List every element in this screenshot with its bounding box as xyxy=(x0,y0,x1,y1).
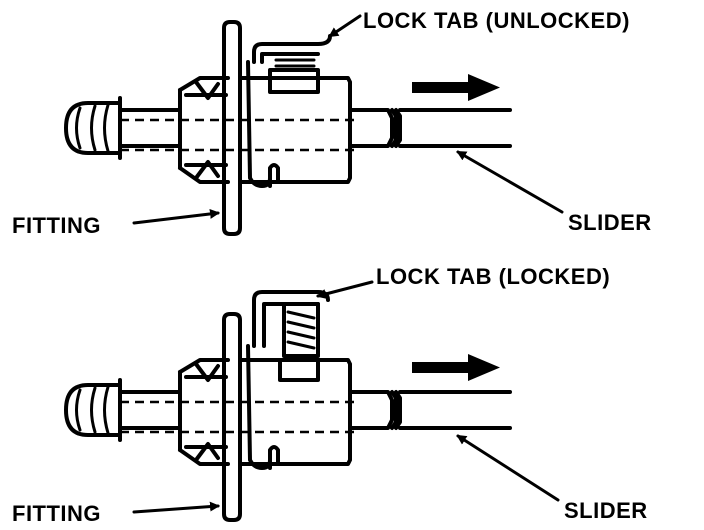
bottom-leaders xyxy=(132,280,560,514)
bottom-lock-tab-locked xyxy=(252,290,330,382)
bottom-slider-label: SLIDER xyxy=(564,498,648,523)
bottom-direction-arrow xyxy=(412,354,500,381)
top-fitting-label: FITTING xyxy=(12,213,101,238)
top-slider-tube xyxy=(394,108,512,148)
bottom-slider-tube xyxy=(394,390,512,430)
top-lock-tab-unlocked xyxy=(252,34,332,94)
top-fitting-body xyxy=(238,60,398,188)
top-slider-label: SLIDER xyxy=(568,210,652,235)
bottom-flange-plate xyxy=(222,312,242,522)
top-hose-nipple xyxy=(64,96,182,160)
bottom-assembly-locked xyxy=(64,290,512,522)
bottom-hose-nipple xyxy=(64,378,182,442)
bottom-fitting-body xyxy=(238,344,398,470)
top-assembly-unlocked xyxy=(64,20,512,236)
top-leaders xyxy=(132,14,564,225)
bottom-fitting-label: FITTING xyxy=(12,501,101,526)
top-lock-tab-label: LOCK TAB (UNLOCKED) xyxy=(363,8,630,33)
top-direction-arrow xyxy=(412,74,500,101)
bottom-lock-tab-label: LOCK TAB (LOCKED) xyxy=(376,264,610,289)
top-flange-plate xyxy=(222,20,242,236)
